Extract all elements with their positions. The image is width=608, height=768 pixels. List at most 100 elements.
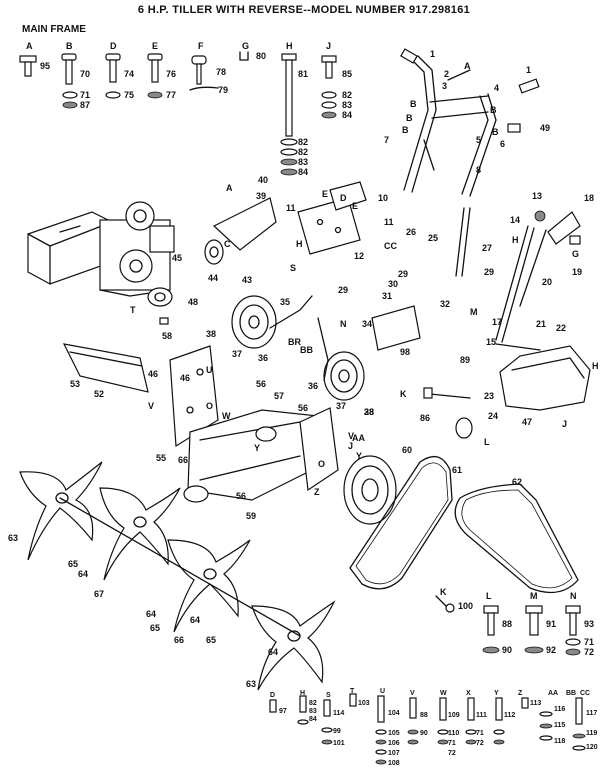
callout: 98 bbox=[400, 347, 411, 357]
shift-rod-27 bbox=[455, 207, 471, 277]
bolt-e-icon bbox=[147, 53, 163, 99]
callout: 64 bbox=[146, 609, 157, 619]
strip-number: 115 bbox=[554, 722, 566, 729]
callout: 49 bbox=[540, 123, 551, 133]
ref-letter: U bbox=[206, 365, 213, 375]
ref-letter: G bbox=[572, 249, 580, 259]
strip-number: 116 bbox=[554, 706, 566, 713]
callout: 45 bbox=[172, 253, 183, 263]
label-number: 87 bbox=[80, 100, 91, 110]
label-number: 78 bbox=[216, 67, 227, 77]
callout: 14 bbox=[510, 215, 521, 225]
ref-letter: BR bbox=[288, 337, 301, 347]
callout: 29 bbox=[398, 269, 409, 279]
callout: 4 bbox=[494, 83, 500, 93]
callout: 65 bbox=[150, 623, 161, 633]
ref-letter: E bbox=[322, 189, 329, 199]
label-letter: F bbox=[198, 41, 204, 51]
ref-letter: L bbox=[484, 437, 490, 447]
label-number: 79 bbox=[218, 85, 229, 95]
ref-letter: V bbox=[348, 431, 355, 441]
callout: 64 bbox=[78, 569, 89, 579]
ref-letter: AA bbox=[352, 433, 365, 443]
diagram-title: 6 H.P. TILLER WITH REVERSE--MODEL NUMBER… bbox=[137, 4, 471, 16]
callout: 63 bbox=[8, 533, 19, 543]
belt-guard-52 bbox=[62, 343, 149, 393]
ref-letter: S bbox=[290, 263, 297, 273]
callout: 43 bbox=[242, 275, 253, 285]
ref-letter: J bbox=[562, 419, 568, 429]
ref-letter: B bbox=[402, 125, 409, 135]
strip-letter: X bbox=[466, 690, 471, 697]
ref-letter: J bbox=[348, 441, 354, 451]
ref-letter: D bbox=[340, 193, 347, 203]
bolt-23 bbox=[423, 387, 471, 399]
strip-letter: S bbox=[326, 692, 331, 699]
callout: 39 bbox=[256, 191, 267, 201]
callout: 67 bbox=[94, 589, 105, 599]
callout: 38 bbox=[206, 329, 217, 339]
tine-66 bbox=[167, 539, 251, 633]
callout: 19 bbox=[572, 267, 583, 277]
callout: 65 bbox=[206, 635, 217, 645]
callout: 37 bbox=[336, 401, 347, 411]
strip-letter: CC bbox=[580, 690, 591, 697]
callout: 37 bbox=[232, 349, 243, 359]
callout: 100 bbox=[458, 601, 474, 611]
callout: 56 bbox=[256, 379, 267, 389]
callout: 31 bbox=[382, 291, 393, 301]
ref-letter: H bbox=[592, 361, 599, 371]
callout: 55 bbox=[156, 453, 167, 463]
ref-letter: B bbox=[490, 105, 497, 115]
tine-shield-47 bbox=[499, 345, 591, 411]
callout: 66 bbox=[178, 455, 189, 465]
gear-24 bbox=[455, 417, 473, 439]
label-number: 84 bbox=[342, 110, 353, 120]
ref-letter: K bbox=[400, 389, 407, 399]
callout: 36 bbox=[258, 353, 269, 363]
callout: 25 bbox=[428, 233, 439, 243]
ref-letter: E bbox=[352, 201, 359, 211]
callout: 38 bbox=[364, 407, 375, 417]
strip-number: 119 bbox=[586, 730, 598, 737]
strip-letter: V bbox=[410, 690, 415, 697]
callout: 60 bbox=[402, 445, 413, 455]
callout: 46 bbox=[180, 373, 191, 383]
callout: 27 bbox=[482, 243, 493, 253]
callout: 91 bbox=[546, 619, 557, 629]
label-number: 83 bbox=[342, 100, 353, 110]
callout: 56 bbox=[298, 403, 309, 413]
callout: 46 bbox=[148, 369, 159, 379]
bracket-34 bbox=[371, 305, 421, 351]
strip-number: 110 bbox=[448, 730, 460, 737]
callout: 64 bbox=[190, 615, 201, 625]
callout: 63 bbox=[246, 679, 257, 689]
belt-62 bbox=[454, 483, 579, 594]
ref-letter: V bbox=[148, 401, 155, 411]
ref-letter: B bbox=[410, 99, 417, 109]
callout: 29 bbox=[338, 285, 349, 295]
callout: 3 bbox=[442, 81, 448, 91]
callout: 1 bbox=[526, 65, 532, 75]
strip-number: 90 bbox=[420, 730, 428, 737]
callout: 58 bbox=[162, 331, 173, 341]
tine-shaft bbox=[59, 497, 301, 637]
control-lever-18 bbox=[547, 211, 581, 245]
callout: 44 bbox=[208, 273, 219, 283]
strip-letter: T bbox=[350, 688, 355, 695]
strip-number: 84 bbox=[309, 716, 317, 723]
callout: 29 bbox=[484, 267, 495, 277]
ref-letter: BB bbox=[300, 345, 313, 355]
control-rod-20 bbox=[495, 225, 547, 343]
strip-number: 104 bbox=[388, 710, 400, 717]
callout: 65 bbox=[68, 559, 79, 569]
pulley-37-right bbox=[323, 351, 365, 401]
strip-number: 72 bbox=[476, 740, 484, 747]
label-letter: J bbox=[326, 41, 332, 51]
callout: 5 bbox=[476, 135, 482, 145]
strip-number: 105 bbox=[388, 730, 400, 737]
bolt-j-icon bbox=[321, 55, 337, 119]
strip-letter: D bbox=[270, 692, 276, 699]
strip-letter: W bbox=[440, 690, 447, 697]
